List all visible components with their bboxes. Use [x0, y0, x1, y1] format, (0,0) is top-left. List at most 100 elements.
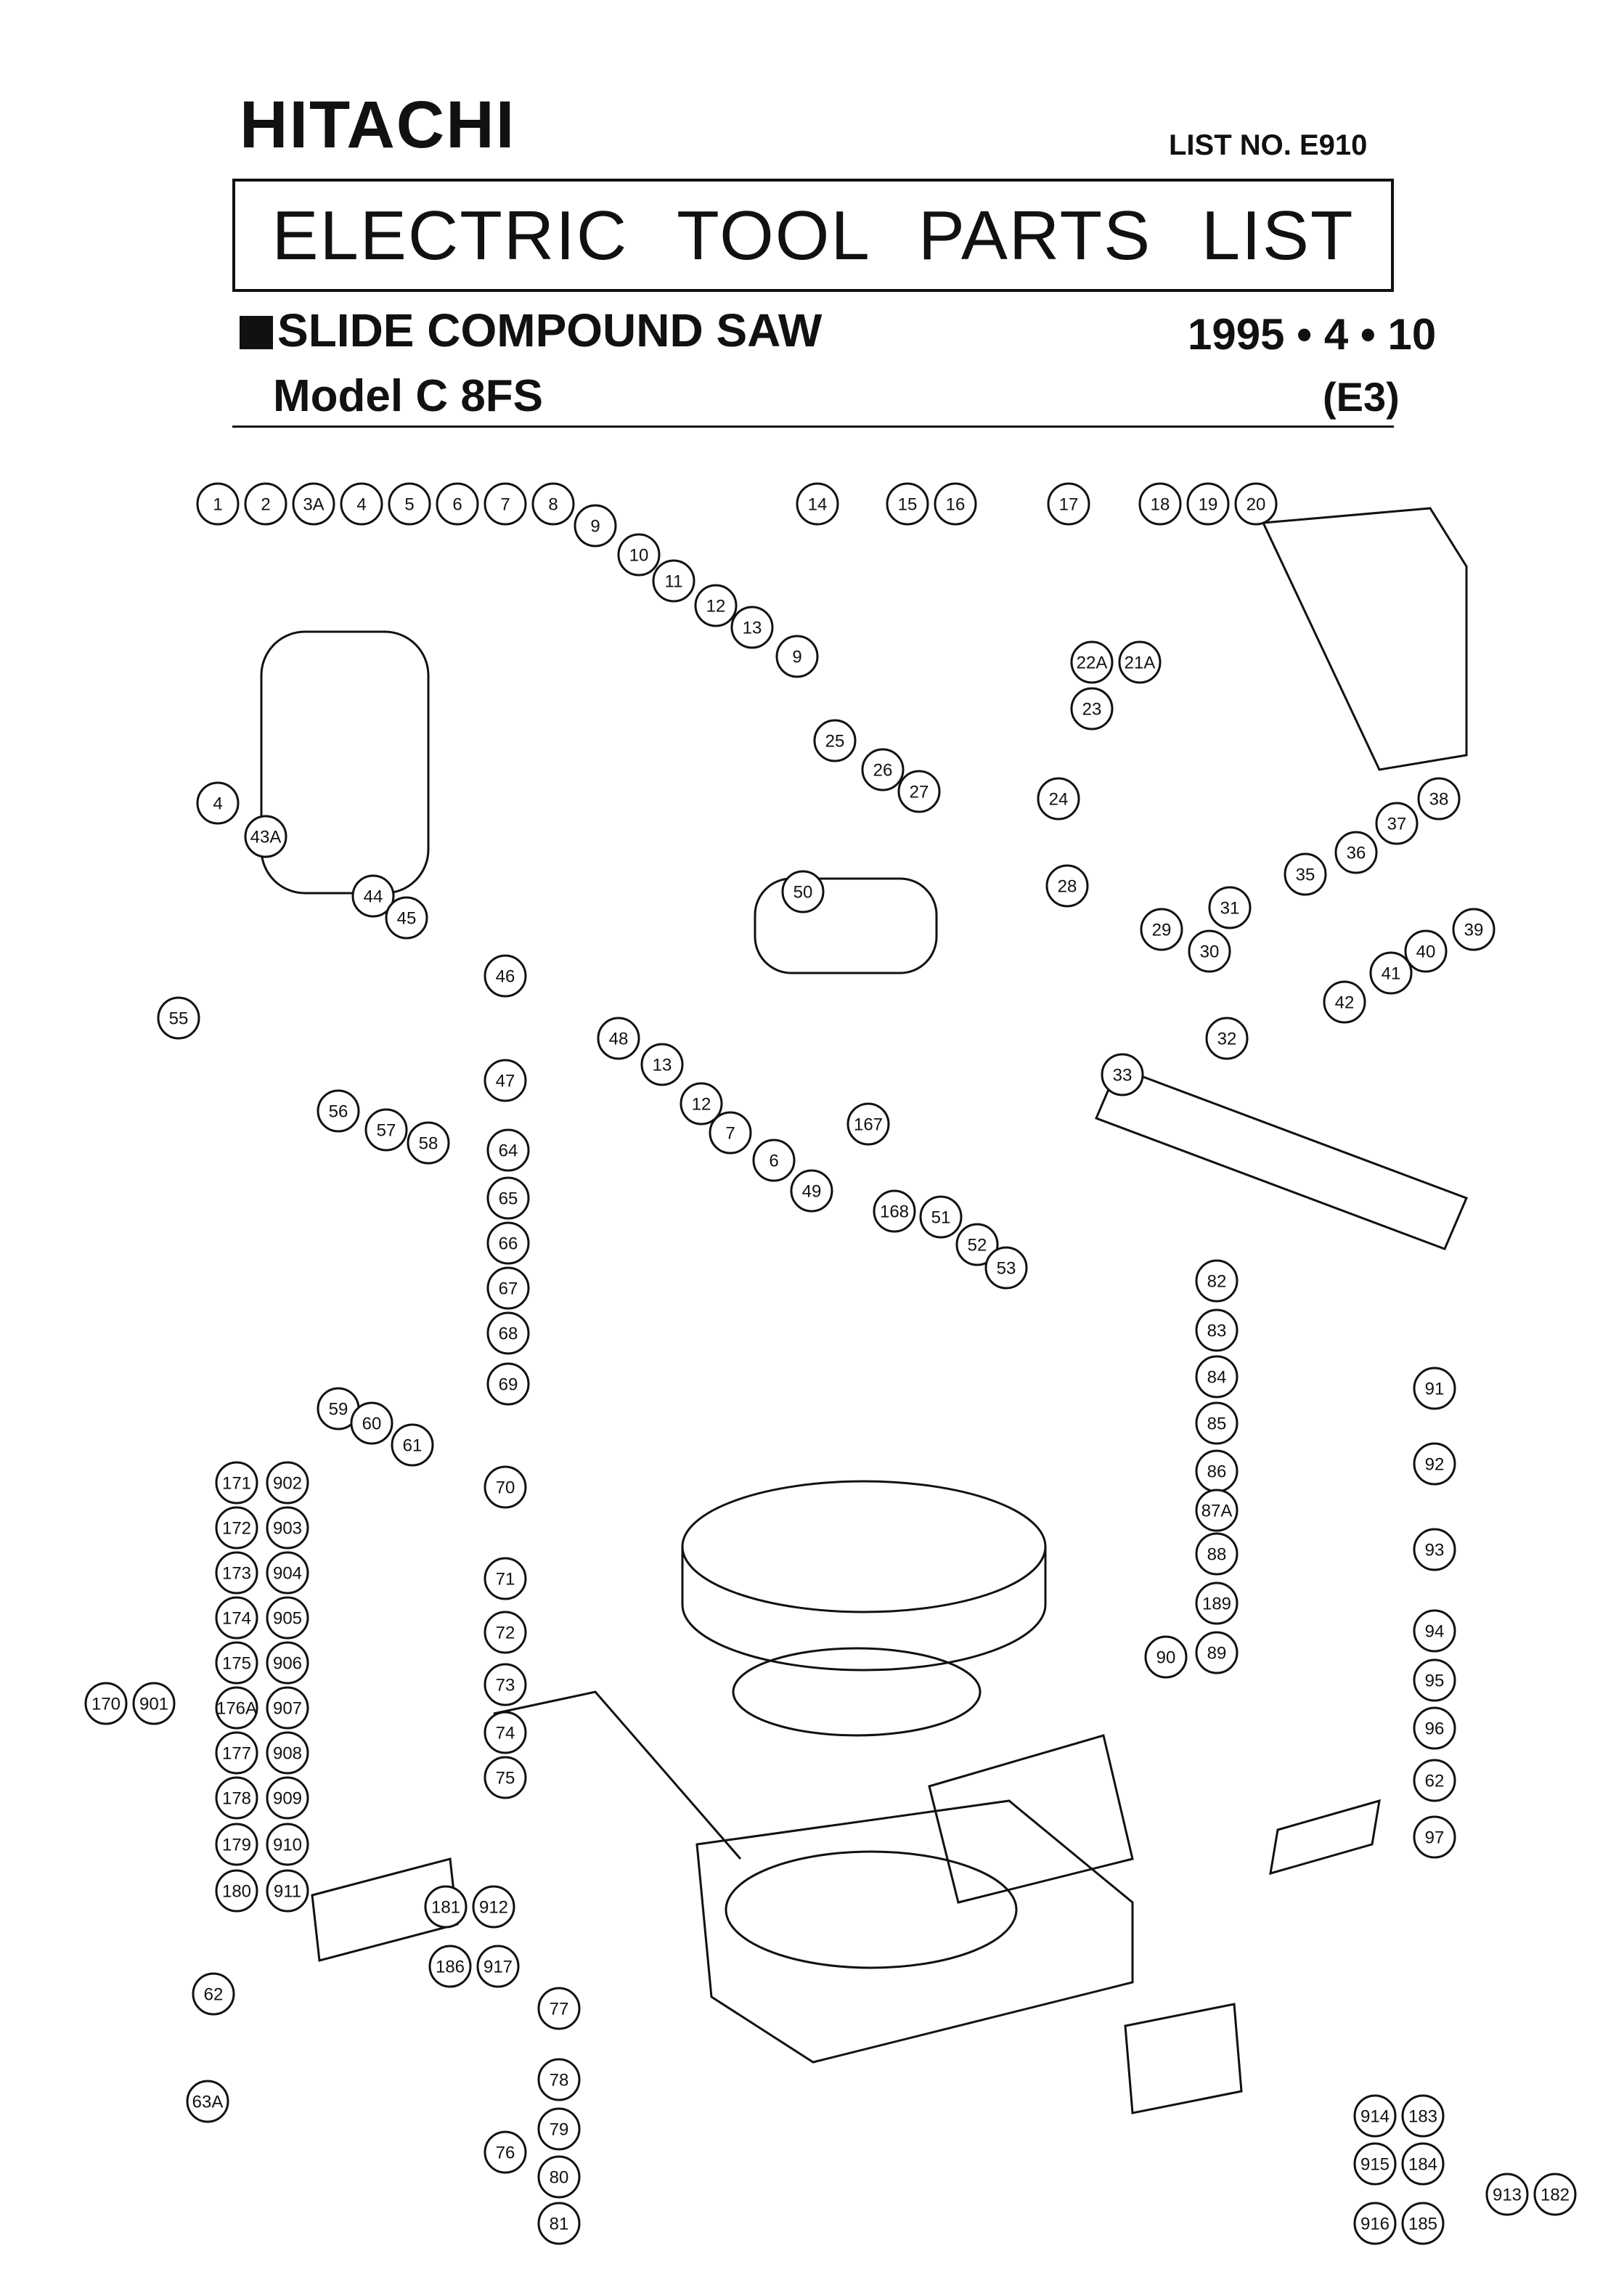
part-callout: 2	[244, 482, 287, 526]
callout-label: 7	[725, 1124, 735, 1144]
callout-label: 916	[1360, 2215, 1390, 2234]
callout-label: 3A	[303, 495, 324, 515]
callout-label: 92	[1425, 1455, 1445, 1475]
callout-circle	[1045, 864, 1089, 908]
saw-base-shape	[695, 1799, 1134, 2064]
callout-circle	[1413, 1815, 1456, 1859]
callout-label: 64	[499, 1141, 518, 1161]
callout-label: 55	[169, 1009, 189, 1029]
callout-circle	[483, 1611, 527, 1654]
callout-label: 65	[499, 1189, 518, 1209]
model-number: Model C 8FS	[273, 371, 544, 421]
callout-circle	[1417, 777, 1461, 821]
callout-circle	[796, 482, 839, 526]
callout-circle	[1047, 482, 1090, 526]
callout-circle	[215, 1869, 258, 1913]
part-callout: 35	[1284, 852, 1327, 896]
part-callout: 910	[266, 1823, 309, 1866]
page-title: ELECTRIC TOOL PARTS LIST	[272, 197, 1355, 274]
callout-label: 83	[1207, 1322, 1227, 1341]
callout-label: 910	[273, 1836, 302, 1855]
part-callout: 23	[1070, 687, 1114, 730]
callout-circle	[781, 870, 825, 913]
callout-label: 42	[1335, 993, 1355, 1013]
part-callout: 6	[436, 482, 479, 526]
callout-label: 36	[1347, 844, 1366, 863]
callout-label: 82	[1207, 1272, 1227, 1292]
callout-circle	[709, 1111, 752, 1155]
callout-circle	[537, 1987, 581, 2030]
part-callout: 3A	[292, 482, 335, 526]
part-callout: 15	[886, 482, 929, 526]
callout-circle	[266, 1641, 309, 1685]
callout-circle	[1195, 1581, 1239, 1625]
callout-label: 63A	[192, 2093, 224, 2112]
callout-label: 58	[419, 1134, 438, 1154]
callout-label: 21A	[1125, 654, 1156, 673]
callout-circle	[1186, 482, 1230, 526]
part-callout: 24	[1037, 777, 1080, 821]
callout-circle	[752, 1139, 796, 1182]
part-callout: 93	[1413, 1528, 1456, 1571]
part-callout: 89	[1195, 1631, 1239, 1674]
part-callout: 901	[132, 1682, 176, 1725]
callout-circle	[934, 482, 977, 526]
callout-label: 20	[1246, 495, 1266, 515]
callout-label: 16	[946, 495, 966, 515]
callout-circle	[1413, 1528, 1456, 1571]
callout-circle	[215, 1506, 258, 1550]
callout-circle	[617, 533, 661, 577]
callout-label: 185	[1408, 2215, 1437, 2234]
callout-label: 57	[377, 1121, 396, 1141]
callout-circle	[1413, 1609, 1456, 1653]
callout-circle	[730, 606, 774, 649]
callout-label: 80	[550, 2168, 569, 2188]
part-callout: 68	[486, 1311, 530, 1355]
callout-circle	[537, 2155, 581, 2199]
part-callout: 26	[861, 748, 905, 791]
callout-circle	[846, 1102, 890, 1146]
callout-circle	[1195, 1259, 1239, 1303]
part-callout: 70	[483, 1465, 527, 1509]
callout-label: 51	[931, 1208, 951, 1228]
callout-label: 6	[452, 495, 462, 515]
part-callout: 60	[350, 1401, 393, 1445]
part-callout: 1	[196, 482, 240, 526]
part-callout: 97	[1413, 1815, 1456, 1859]
callout-circle	[897, 770, 941, 813]
callout-circle	[196, 482, 240, 526]
callout-circle	[1037, 777, 1080, 821]
callout-label: 175	[222, 1654, 251, 1674]
callout-label: 66	[499, 1234, 518, 1254]
callout-circle	[1533, 2173, 1577, 2216]
part-callout: 83	[1195, 1308, 1239, 1352]
callout-circle	[1452, 908, 1496, 951]
part-callout: 31	[1208, 886, 1252, 929]
callout-circle	[486, 1221, 530, 1265]
callout-label: 70	[496, 1478, 515, 1498]
callout-circle	[292, 482, 335, 526]
extension-holder-shape	[1124, 2003, 1243, 2114]
part-callout: 911	[266, 1869, 309, 1913]
callout-label: 178	[222, 1789, 251, 1809]
callout-label: 4	[356, 495, 366, 515]
callout-label: 93	[1425, 1541, 1445, 1560]
part-callout: 185	[1401, 2202, 1445, 2245]
part-callout: 62	[1413, 1759, 1456, 1802]
part-callout: 90	[1144, 1635, 1188, 1679]
callout-circle	[1413, 1367, 1456, 1410]
callout-circle	[84, 1682, 128, 1725]
callout-label: 26	[873, 761, 893, 781]
callout-label: 78	[550, 2071, 569, 2091]
callout-circle	[215, 1551, 258, 1595]
callout-label: 37	[1387, 815, 1407, 834]
callout-label: 5	[404, 495, 414, 515]
part-callout: 46	[483, 954, 527, 998]
callout-circle	[919, 1195, 963, 1239]
part-callout: 184	[1401, 2142, 1445, 2186]
callout-label: 9	[590, 517, 600, 537]
callout-circle	[266, 1731, 309, 1775]
callout-label: 911	[274, 1882, 301, 1902]
callout-circle	[813, 719, 857, 762]
callout-label: 77	[550, 2000, 569, 2019]
